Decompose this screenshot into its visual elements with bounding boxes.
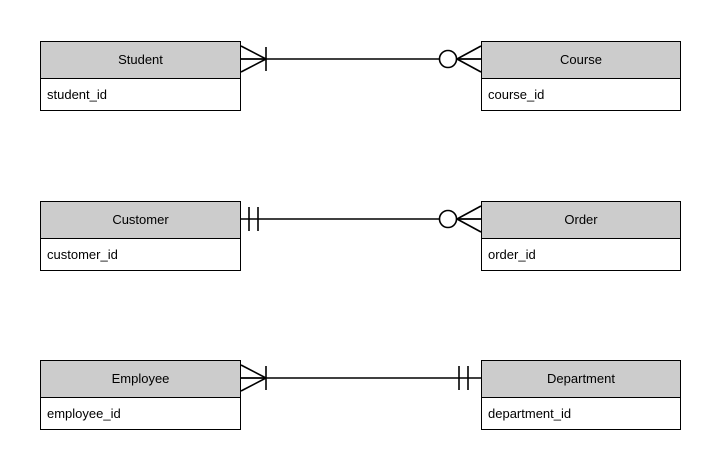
entity-customer-attribute: customer_id [41, 239, 240, 270]
entity-department[interactable]: Department department_id [481, 360, 681, 430]
entity-student-title: Student [41, 42, 240, 79]
crowsfoot-order-lower [456, 218, 482, 233]
entity-course[interactable]: Course course_id [481, 41, 681, 111]
crowsfoot-employee-lower [240, 377, 267, 392]
crowsfoot-order-upper [456, 205, 482, 220]
entity-department-title: Department [482, 361, 680, 398]
entity-order-title: Order [482, 202, 680, 239]
crowsfoot-student-upper [240, 45, 267, 60]
relationship-customer-order [241, 205, 482, 233]
entity-customer-title: Customer [41, 202, 240, 239]
entity-order-attribute: order_id [482, 239, 680, 270]
entity-employee[interactable]: Employee employee_id [40, 360, 241, 430]
entity-student-attribute: student_id [41, 79, 240, 110]
entity-customer[interactable]: Customer customer_id [40, 201, 241, 271]
crowsfoot-student-lower [240, 58, 267, 73]
relationship-employee-department [240, 364, 481, 392]
entity-employee-attribute: employee_id [41, 398, 240, 429]
optional-circle-order [438, 209, 458, 229]
relationship-student-course [240, 45, 482, 73]
entity-order[interactable]: Order order_id [481, 201, 681, 271]
entity-course-title: Course [482, 42, 680, 79]
crowsfoot-course-lower [456, 58, 482, 73]
crowsfoot-employee-upper [240, 364, 267, 379]
entity-course-attribute: course_id [482, 79, 680, 110]
entity-student[interactable]: Student student_id [40, 41, 241, 111]
entity-department-attribute: department_id [482, 398, 680, 429]
crowsfoot-course-upper [456, 45, 482, 60]
entity-employee-title: Employee [41, 361, 240, 398]
optional-circle-course [438, 49, 458, 69]
